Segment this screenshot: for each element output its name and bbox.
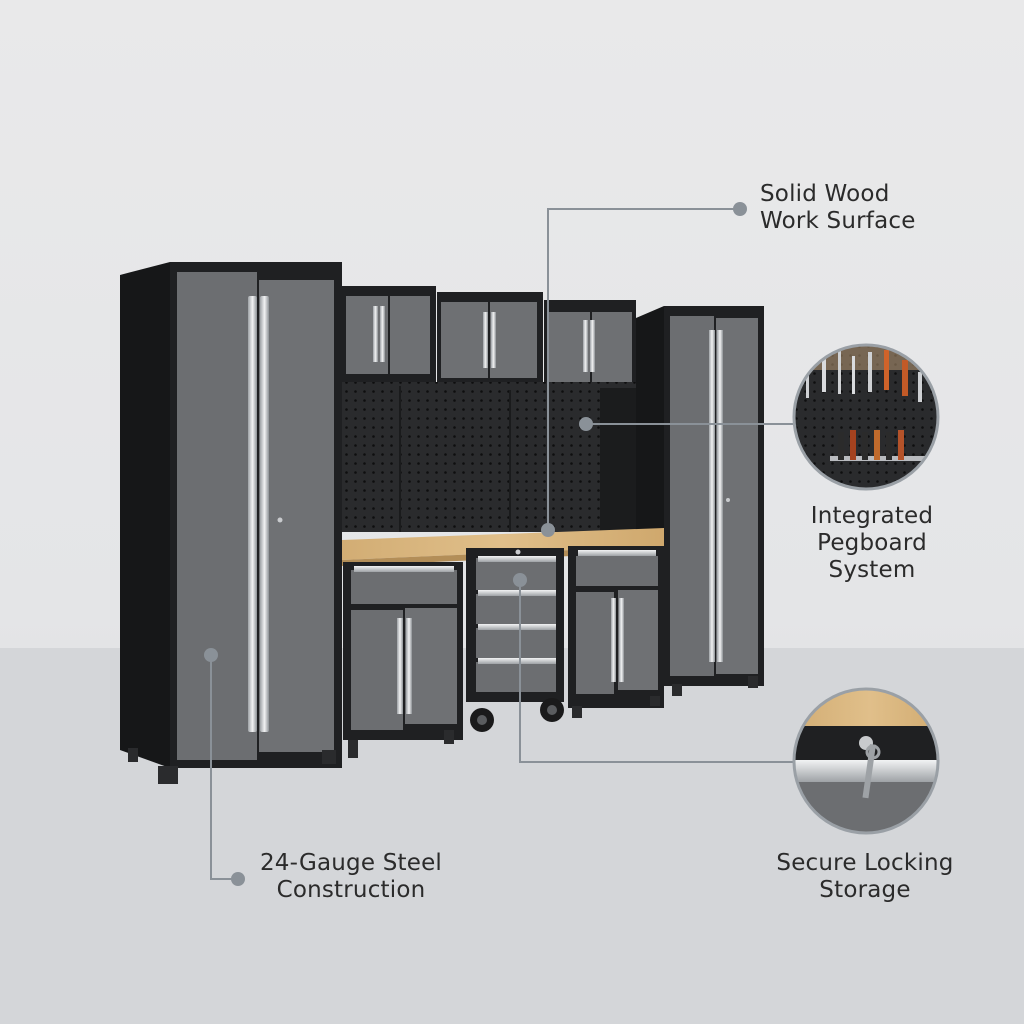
wall-cabinet-1: [342, 286, 436, 382]
callout-steel-label: 24-Gauge Steel Construction: [259, 850, 443, 903]
left-tall-cabinet: [120, 262, 342, 784]
rolling-drawer-cart: [466, 548, 564, 732]
callout-pegboard-label: Integrated Pegboard System: [810, 503, 934, 583]
leader-dots: [204, 202, 747, 886]
pegboard-detail-image: [792, 343, 940, 491]
wall-cabinet-2: [437, 292, 543, 386]
wall-cabinet-3: [544, 300, 636, 388]
steel-leader-dot: [204, 648, 218, 662]
callout-wood-label: Solid Wood Work Surface: [760, 181, 916, 234]
leader-lines: [210, 208, 794, 880]
pegboard-leader-dot: [579, 417, 593, 431]
right-base-cabinet: [568, 546, 664, 718]
left-base-cabinet: [343, 562, 463, 758]
callout-lock-label: Secure Locking Storage: [776, 850, 954, 903]
wood-leader-dot: [541, 523, 555, 537]
lock-leader-dot: [513, 573, 527, 587]
